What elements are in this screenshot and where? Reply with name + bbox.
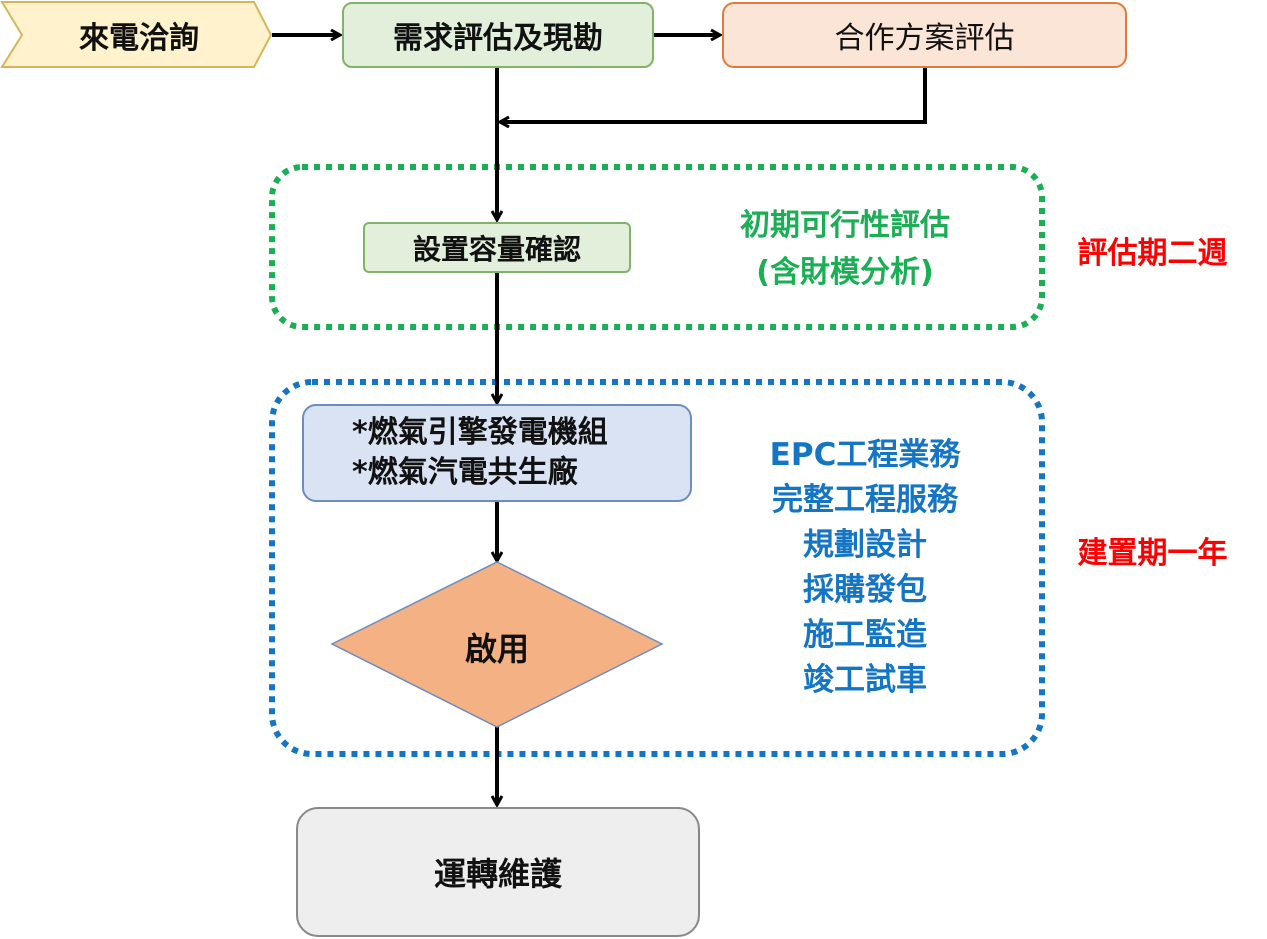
- needs-assessment-label: 需求評估及現勘: [393, 21, 603, 56]
- operation-node: 運轉維護: [296, 807, 700, 937]
- construction-services-list: EPC工程業務 完整工程服務 規劃設計 採購發包 施工監造 竣工試車: [735, 433, 995, 703]
- operation-label: 運轉維護: [433, 855, 562, 893]
- evaluation-period-label: 評估期二週: [1077, 236, 1228, 271]
- cooperation-plan-label: 合作方案評估: [834, 21, 1015, 56]
- service-item: 採購發包: [803, 572, 927, 608]
- construction-phase-box: [269, 379, 1045, 757]
- service-item: 完整工程服務: [772, 482, 958, 518]
- gas-engine-label: *燃氣引擎發電機組: [352, 415, 608, 450]
- needs-assessment-node: 需求評估及現勘: [342, 2, 654, 68]
- capacity-confirm-node: 設置容量確認: [363, 222, 631, 273]
- capacity-confirm-label: 設置容量確認: [412, 232, 581, 266]
- service-item: 規劃設計: [803, 527, 927, 563]
- service-item: EPC工程業務: [769, 437, 961, 473]
- cogeneration-label: *燃氣汽電共生廠: [352, 455, 578, 490]
- inquiry-node: 來電洽詢: [24, 2, 254, 67]
- commissioning-label: 啟用: [464, 630, 529, 668]
- service-item: 竣工試車: [803, 662, 927, 698]
- arrow-cooperation-return: [500, 68, 927, 122]
- evaluation-phase-box: [269, 164, 1045, 330]
- service-item: 施工監造: [803, 617, 927, 653]
- construction-period-label: 建置期一年: [1077, 536, 1228, 571]
- inquiry-label: 來電洽詢: [79, 20, 199, 56]
- equipment-node: *燃氣引擎發電機組 *燃氣汽電共生廠: [302, 404, 692, 502]
- cooperation-plan-node: 合作方案評估: [722, 2, 1127, 68]
- evaluation-phase-title: 初期可行性評估: [740, 208, 950, 243]
- commissioning-diamond: [330, 561, 664, 728]
- inquiry-shape: [0, 0, 273, 68]
- evaluation-phase-subtitle: (含財模分析): [756, 255, 934, 290]
